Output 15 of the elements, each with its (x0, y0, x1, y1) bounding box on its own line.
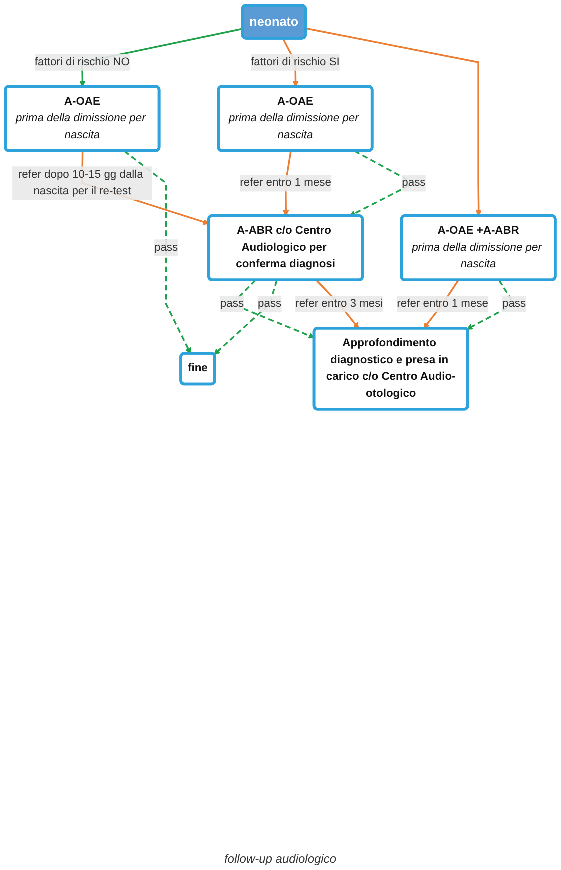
edge-label: pass (220, 298, 244, 310)
edge-label: pass (502, 298, 526, 310)
arrow (124, 150, 192, 354)
edge-label: refer dopo 10-15 gg dalla nascita per il re-test (18, 168, 144, 198)
arrow (306, 28, 482, 216)
edge-label: fattori di rischio NO (34, 56, 130, 68)
edge-label: refer entro 3 mesi (296, 298, 384, 310)
edge-label: pass (154, 242, 178, 254)
note-text: follow-up audiologico (224, 852, 337, 866)
edge-label: pass (402, 177, 426, 189)
edge-label: pass (258, 298, 282, 310)
arrow (214, 280, 278, 356)
edge-label: refer entro 1 mese (240, 177, 332, 189)
edge-label: refer entro 1 mese (397, 298, 488, 310)
edge-label: fattori di rischio SI (251, 56, 340, 68)
